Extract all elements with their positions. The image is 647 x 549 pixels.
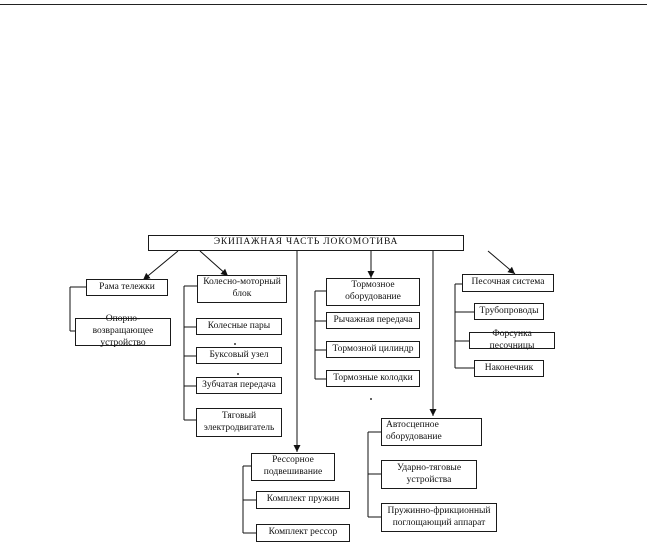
scan-speck	[370, 398, 372, 400]
node-forsunka: Форсунка песочницы	[469, 329, 555, 351]
group-tormoz: Тормозное оборудование	[326, 278, 420, 306]
node-komplekt-pruzhin: Комплект пружин	[256, 491, 350, 509]
node-udarno-tyagovye: Ударно-тяговые устройства	[381, 460, 477, 489]
arrow-root-to-kmb	[199, 250, 229, 277]
node-rychazhnaya: Рычажная передача	[326, 312, 420, 329]
group-pesok: Песочная система	[462, 274, 554, 292]
node-tyagovyi: Тяговый электродвигатель	[196, 408, 282, 437]
node-tormoznye-kolodki: Тормозные колодки	[326, 370, 420, 387]
root-node: ЭКИПАЖНАЯ ЧАСТЬ ЛОКОМОТИВА	[148, 235, 464, 251]
node-buksovyi-uzel: Буксовый узел	[196, 347, 282, 364]
scan-speck	[234, 343, 236, 345]
node-nakonechnik: Наконечник	[474, 360, 544, 377]
group-kmb: Колесно-моторный блок	[197, 275, 287, 303]
node-zubchataya: Зубчатая передача	[196, 377, 282, 394]
scan-speck	[237, 373, 239, 375]
node-truboprovody: Трубопроводы	[474, 303, 544, 320]
node-oporno: Опорно-возвращающее устройство	[75, 314, 171, 348]
arrow-root-to-pesok	[487, 250, 516, 275]
group-ressor: Рессорное подвешивание	[251, 453, 335, 481]
node-komplekt-ressor: Комплект рессор	[256, 524, 350, 542]
group-rama: Рама тележки	[86, 279, 168, 296]
arrow-root-to-rama	[142, 250, 179, 281]
node-pruzhinno-frikcionnyi: Пружинно-фрикционный поглощающий аппарат	[381, 503, 497, 532]
page-top-rule	[0, 4, 647, 5]
node-kolesnye-pary: Колесные пары	[196, 318, 282, 335]
group-avtoscep: Автосцепное оборудование	[381, 418, 482, 446]
node-tormoznoi-cilindr: Тормозной цилиндр	[326, 341, 420, 358]
